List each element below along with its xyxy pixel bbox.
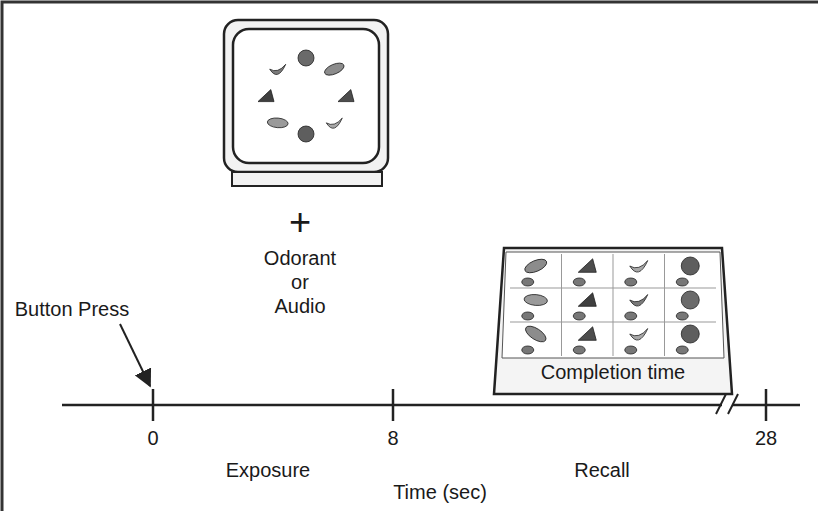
select-button	[573, 312, 585, 320]
fruit-icon	[326, 118, 342, 128]
fruit-icon	[523, 256, 549, 275]
select-button	[625, 312, 637, 320]
tablet-caption: Completion time	[492, 360, 734, 384]
select-button	[573, 346, 585, 354]
fruit-icon	[630, 261, 648, 272]
monitor-figure	[224, 20, 388, 186]
phase-label: Exposure	[226, 458, 311, 482]
pointer-arrow	[120, 324, 150, 386]
select-button	[625, 346, 637, 354]
select-button	[522, 346, 534, 354]
fruit-icon	[523, 323, 549, 345]
select-button	[625, 278, 637, 286]
fruit-icon	[524, 294, 548, 307]
select-button	[676, 278, 688, 286]
fruit-icon	[681, 325, 699, 343]
plus-symbol: +	[289, 202, 311, 242]
fruit-icon	[630, 295, 648, 306]
fruit-icon	[578, 259, 596, 273]
tablet-display: Completion time	[492, 246, 734, 396]
axis-break	[716, 394, 738, 415]
fruit-icon	[323, 61, 346, 78]
fruit-icon	[270, 64, 286, 74]
select-button	[676, 346, 688, 354]
tick-number: 8	[387, 426, 398, 450]
fruit-icon	[298, 50, 314, 66]
tick-number: 28	[755, 426, 777, 450]
stimulus-label: Odorant or Audio	[264, 246, 336, 318]
tick-number: 0	[147, 426, 158, 450]
fruit-icon	[630, 329, 648, 340]
callout-label: Button Press	[15, 297, 130, 321]
fruit-icon	[267, 117, 289, 128]
select-button	[573, 278, 585, 286]
fruit-icon	[681, 291, 699, 309]
phase-label: Recall	[574, 458, 630, 482]
select-button	[522, 278, 534, 286]
fruit-icon	[298, 126, 314, 142]
axis-title: Time (sec)	[393, 480, 487, 504]
fruit-icon	[338, 90, 354, 102]
fruit-icon	[258, 90, 274, 102]
fruit-icon	[681, 257, 699, 275]
select-button	[676, 312, 688, 320]
fruit-icon	[578, 327, 596, 341]
select-button	[522, 312, 534, 320]
fruit-icon	[578, 293, 596, 307]
